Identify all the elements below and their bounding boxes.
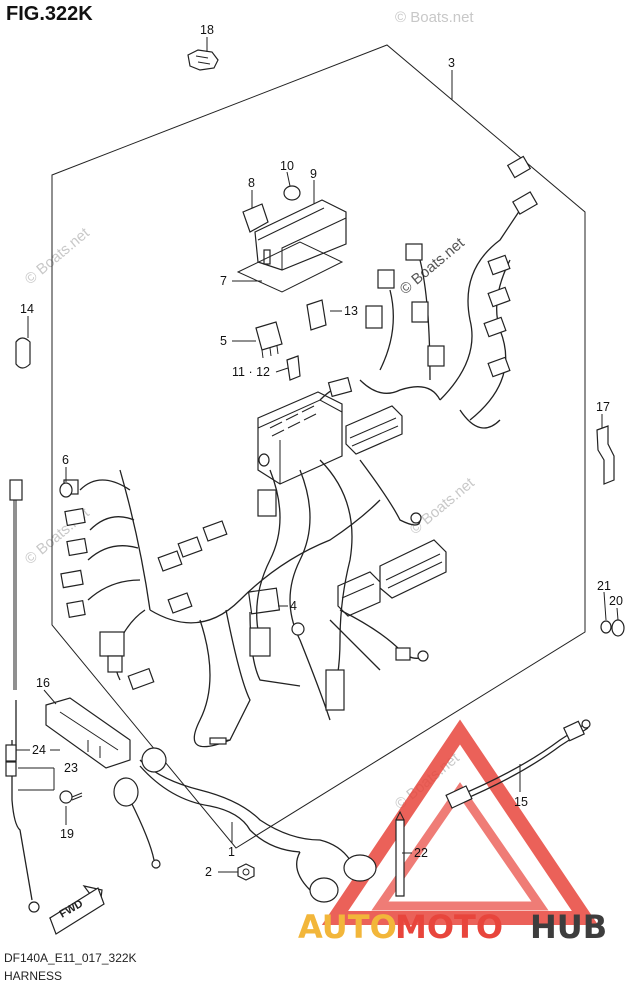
connectors-left — [59, 469, 381, 748]
callout-21: 21 — [597, 579, 611, 593]
callout-24: 24 — [32, 743, 46, 757]
callout-13: 13 — [344, 304, 358, 318]
diagram-name: HARNESS — [4, 969, 62, 983]
fwd-direction-badge: FWD — [48, 885, 105, 935]
nut-2 — [237, 863, 255, 881]
leader-lines — [16, 37, 619, 873]
callout-14: 14 — [20, 302, 34, 316]
ecm-connector — [379, 539, 447, 599]
fuse-11-12 — [286, 355, 301, 381]
wire-assembly-1 — [113, 747, 377, 903]
callout-8: 8 — [248, 176, 255, 190]
callout-18: 18 — [200, 23, 214, 37]
callout-6: 6 — [62, 453, 69, 467]
callout-4: 4 — [290, 599, 297, 613]
callout-9: 9 — [310, 167, 317, 181]
cover-7 — [236, 241, 344, 293]
sensor-4 — [247, 587, 281, 615]
callout-17: 17 — [596, 400, 610, 414]
clip-18 — [187, 49, 219, 71]
logo-part-moto: MOTO — [395, 908, 503, 946]
callout-7: 7 — [220, 274, 227, 288]
callout-5: 5 — [220, 334, 227, 348]
harness-frame — [51, 44, 586, 849]
callout-11-12: 11 · 12 — [232, 365, 270, 379]
relay-5 — [255, 321, 283, 359]
fuse-13 — [306, 299, 327, 331]
cap-14 — [15, 337, 31, 369]
callout-19: 19 — [60, 827, 74, 841]
callout-16: 16 — [36, 676, 50, 690]
grommet-10 — [283, 185, 301, 201]
logo-part-hub: HUB — [530, 908, 607, 946]
callout-3: 3 — [448, 56, 455, 70]
cable-tie-left — [9, 479, 23, 690]
washer-21 — [600, 620, 612, 634]
automotohub-logo: AUTO MOTO HUB — [298, 908, 607, 946]
callout-23: 23 — [64, 761, 78, 775]
wire-assembly-15 — [445, 719, 591, 809]
callout-2: 2 — [205, 865, 212, 879]
figure-title: FIG.322K — [6, 3, 93, 25]
diagram-code: DF140A_E11_017_322K — [4, 951, 137, 965]
watermark: © Boats.net — [22, 224, 94, 288]
logo-part-auto: AUTO — [298, 908, 397, 946]
cable-tie-22 — [395, 810, 405, 897]
ground-wire-23 — [5, 700, 40, 913]
screw-19 — [59, 790, 83, 804]
connectors-upper-right — [319, 155, 538, 429]
bracket-17 — [596, 425, 615, 485]
bracket-8 — [242, 203, 269, 233]
bracket-16 — [45, 697, 131, 769]
watermark: © Boats.net — [395, 9, 474, 26]
callout-1: 1 — [228, 845, 235, 859]
ecm-connector-small — [337, 571, 381, 617]
callout-20: 20 — [609, 594, 623, 608]
nut-20 — [611, 619, 625, 637]
callout-15: 15 — [514, 795, 528, 809]
callout-10: 10 — [280, 159, 294, 173]
callout-22: 22 — [414, 846, 428, 860]
harness-trunk — [209, 459, 429, 745]
watermark: © Boats.net — [407, 474, 479, 538]
relay-box-9 — [254, 199, 347, 271]
connector-block-right — [345, 405, 403, 455]
